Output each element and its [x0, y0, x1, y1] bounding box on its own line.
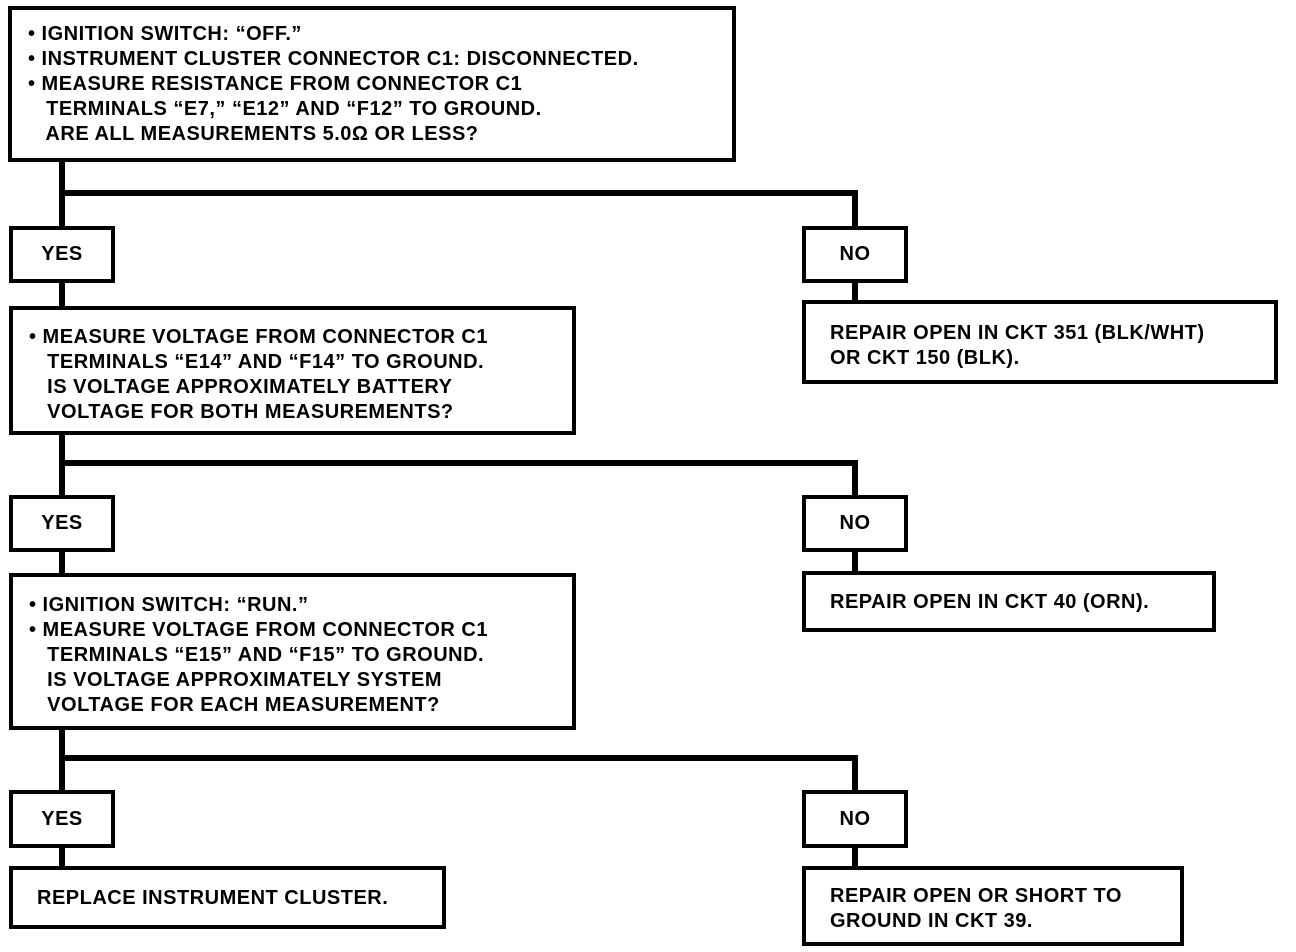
result-no-2: REPAIR OPEN IN CKT 40 (ORN).	[802, 571, 1216, 632]
step-2-line: VOLTAGE FOR BOTH MEASUREMENTS?	[29, 401, 454, 423]
step-3-line: IS VOLTAGE APPROXIMATELY SYSTEM	[29, 669, 442, 691]
step-1-line: ARE ALL MEASUREMENTS 5.0Ω OR LESS?	[28, 123, 479, 145]
result-no-1: REPAIR OPEN IN CKT 351 (BLK/WHT) OR CKT …	[802, 300, 1278, 384]
step-2-line: IS VOLTAGE APPROXIMATELY BATTERY	[29, 376, 453, 398]
step-3-line: VOLTAGE FOR EACH MEASUREMENT?	[29, 694, 440, 716]
result-line: OR CKT 150 (BLK).	[830, 347, 1020, 369]
step-3-line: TERMINALS “E15” AND “F15” TO GROUND.	[29, 644, 485, 666]
step-3-line: • IGNITION SWITCH: “RUN.”	[29, 594, 309, 616]
step-2-line: • MEASURE VOLTAGE FROM CONNECTOR C1	[29, 326, 488, 348]
step-1-line: • MEASURE RESISTANCE FROM CONNECTOR C1	[28, 73, 523, 95]
step-1-box: • IGNITION SWITCH: “OFF.” • INSTRUMENT C…	[8, 6, 736, 162]
step-2-box: • MEASURE VOLTAGE FROM CONNECTOR C1 TERM…	[9, 306, 576, 435]
result-line: GROUND IN CKT 39.	[830, 910, 1033, 932]
yes-label-3: YES	[9, 790, 115, 848]
step-1-line: • INSTRUMENT CLUSTER CONNECTOR C1: DISCO…	[28, 48, 639, 70]
result-line: REPAIR OPEN IN CKT 351 (BLK/WHT)	[830, 322, 1205, 344]
yes-label-1: YES	[9, 226, 115, 283]
yes-label-2: YES	[9, 495, 115, 552]
no-label-3: NO	[802, 790, 908, 848]
no-label-2: NO	[802, 495, 908, 552]
step-2-line: TERMINALS “E14” AND “F14” TO GROUND.	[29, 351, 485, 373]
result-line: REPAIR OPEN IN CKT 40 (ORN).	[830, 591, 1150, 613]
step-3-box: • IGNITION SWITCH: “RUN.” • MEASURE VOLT…	[9, 573, 576, 730]
step-1-line: TERMINALS “E7,” “E12” AND “F12” TO GROUN…	[28, 98, 542, 120]
result-yes-3: REPLACE INSTRUMENT CLUSTER.	[9, 866, 446, 929]
result-no-3: REPAIR OPEN OR SHORT TO GROUND IN CKT 39…	[802, 866, 1184, 946]
result-line: REPAIR OPEN OR SHORT TO	[830, 885, 1122, 907]
step-1-line: • IGNITION SWITCH: “OFF.”	[28, 23, 302, 45]
step-3-line: • MEASURE VOLTAGE FROM CONNECTOR C1	[29, 619, 488, 641]
result-line: REPLACE INSTRUMENT CLUSTER.	[37, 887, 389, 909]
no-label-1: NO	[802, 226, 908, 283]
